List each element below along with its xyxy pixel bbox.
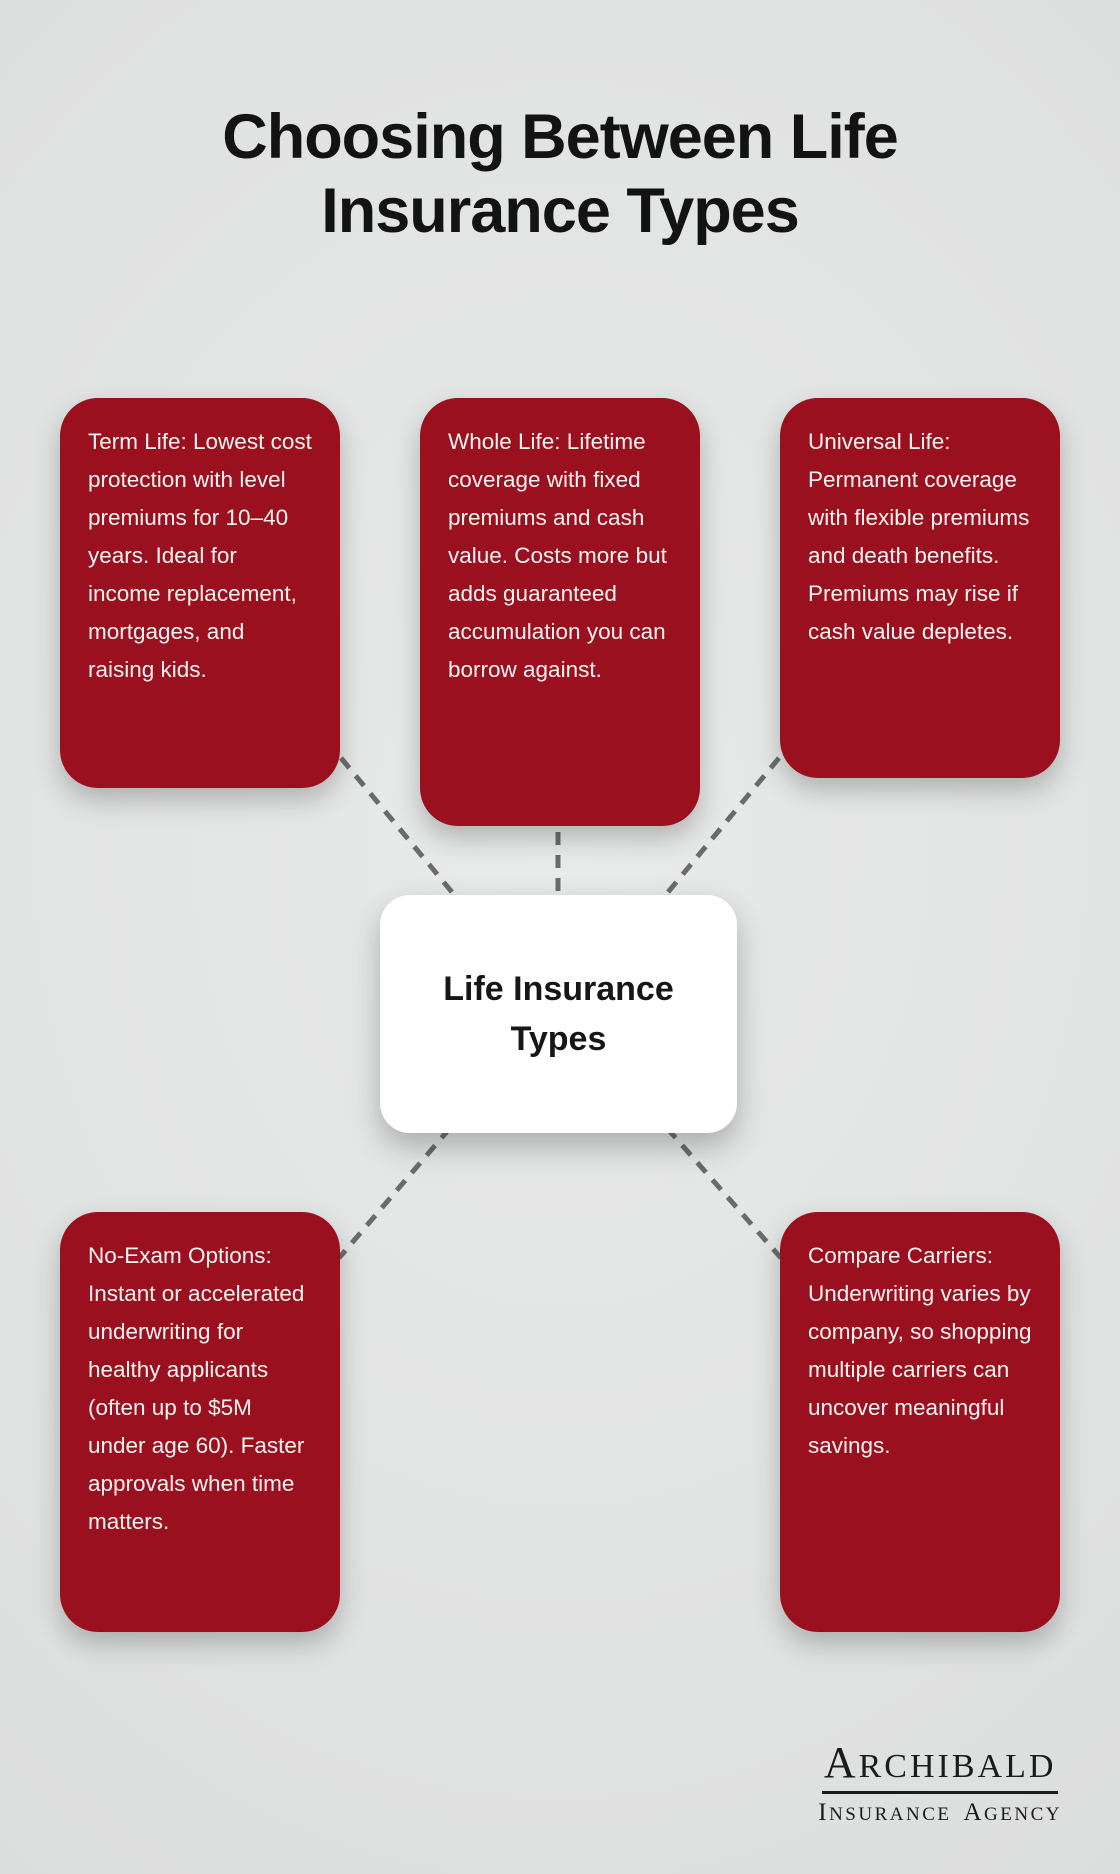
brand-tagline-word1-rest: NSURANCE bbox=[829, 1804, 952, 1826]
page-title: Choosing Between Life Insurance Types bbox=[0, 100, 1120, 248]
brand-wordmark: ARCHIBALD bbox=[821, 1738, 1059, 1795]
node-compare-carriers-text: Compare Carriers: Underwriting varies by… bbox=[808, 1243, 1032, 1458]
page-title-line1: Choosing Between Life bbox=[222, 102, 899, 172]
node-no-exam-options: No-Exam Options: Instant or accelerated … bbox=[60, 1212, 340, 1632]
brand-tagline-word2-rest: GENCY bbox=[984, 1804, 1062, 1826]
brand-tagline-word1-initial: I bbox=[818, 1799, 830, 1827]
node-no-exam-options-text: No-Exam Options: Instant or accelerated … bbox=[88, 1243, 305, 1534]
brand-tagline: INSURANCE AGENCY bbox=[818, 1799, 1062, 1827]
node-whole-life: Whole Life: Lifetime coverage with fixed… bbox=[420, 398, 700, 826]
node-term-life: Term Life: Lowest cost protection with l… bbox=[60, 398, 340, 788]
brand-wordmark-rest: RCHIBALD bbox=[858, 1748, 1057, 1785]
connector-no-exam-line bbox=[337, 1126, 452, 1260]
page-title-line2: Insurance Types bbox=[321, 176, 800, 246]
center-node-label-line1: Life Insurance bbox=[443, 970, 674, 1008]
center-node-label-line2: Types bbox=[510, 1020, 607, 1058]
node-term-life-text: Term Life: Lowest cost protection with l… bbox=[88, 429, 312, 682]
node-compare-carriers: Compare Carriers: Underwriting varies by… bbox=[780, 1212, 1060, 1632]
node-universal-life: Universal Life: Permanent coverage with … bbox=[780, 398, 1060, 778]
brand-wordmark-initial: A bbox=[823, 1738, 859, 1787]
connector-compare-carriers-line bbox=[665, 1126, 783, 1260]
node-universal-life-text: Universal Life: Permanent coverage with … bbox=[808, 429, 1030, 644]
brand-tagline-word2-initial: A bbox=[963, 1799, 985, 1827]
center-node: Life Insurance Types bbox=[380, 895, 737, 1133]
node-whole-life-text: Whole Life: Lifetime coverage with fixed… bbox=[448, 429, 667, 682]
center-node-label: Life Insurance Types bbox=[443, 964, 674, 1064]
